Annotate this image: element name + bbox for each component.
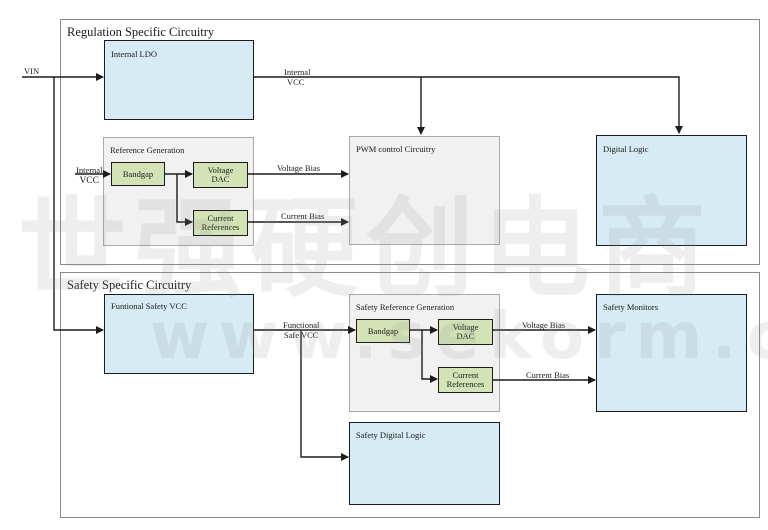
- digital-logic-label: Digital Logic: [603, 144, 649, 154]
- safety-digital-logic-block: Safety Digital Logic: [349, 422, 500, 505]
- current-bias-label: Current Bias: [281, 211, 325, 221]
- safety-bandgap-block: Bandgap: [356, 319, 410, 343]
- vin-to-safety-vcc-wire: [53, 77, 104, 334]
- bandgap-to-current-wire: [176, 174, 193, 226]
- internal-vcc-in-label-2: VCC: [79, 176, 99, 186]
- pwm-control-label: PWM control Circuitry: [356, 144, 436, 154]
- safety-bandgap-to-current-wire: [421, 330, 438, 383]
- functional-safe-vcc-label-2: Safe VCC: [283, 330, 319, 340]
- voltage-dac-label-2: DAC: [211, 174, 230, 184]
- safety-current-references-label-2: References: [446, 379, 485, 389]
- functional-safe-vcc-label: Functional Safe VCC: [283, 320, 319, 340]
- safety-digital-logic-label: Safety Digital Logic: [356, 430, 426, 440]
- internal-ldo-block: Internal LDO: [104, 40, 254, 120]
- regulation-section: [60, 19, 760, 265]
- safety-monitors-label: Safety Monitors: [603, 302, 659, 312]
- functional-safe-vcc-label-1: Functional: [283, 320, 320, 330]
- internal-vcc-in-label-1: Internal: [76, 165, 103, 175]
- internal-vcc-bus: [254, 76, 683, 134]
- internal-vcc-label-1: Internal: [284, 67, 311, 77]
- regulation-section-title: Regulation Specific Circuitry: [67, 25, 215, 39]
- safety-voltage-bias-label: Voltage Bias: [522, 320, 566, 330]
- internal-vcc-label-2: VCC: [287, 77, 305, 87]
- safe-vcc-to-digital-wire: [300, 330, 349, 461]
- vin-label: VIN: [24, 66, 40, 76]
- functional-safety-vcc-label: Funtional Safety VCC: [111, 301, 187, 311]
- safety-bandgap-label: Bandgap: [367, 325, 399, 336]
- voltage-dac-label-1: Voltage: [207, 165, 234, 175]
- internal-vcc-in-label: Internal VCC: [76, 165, 102, 186]
- safety-section: [60, 272, 760, 518]
- safety-reference-generation-label: Safety Reference Generation: [356, 302, 455, 312]
- safety-current-bias-label: Current Bias: [526, 370, 570, 380]
- safety-voltage-dac-label-1: Voltage: [452, 322, 479, 332]
- safety-voltage-dac-label-2: DAC: [456, 331, 475, 341]
- current-references-label-2: References: [201, 222, 240, 232]
- functional-safety-vcc-block: Funtional Safety VCC: [104, 294, 254, 374]
- internal-ldo-label: Internal LDO: [111, 49, 158, 59]
- digital-logic-block: Digital Logic: [596, 135, 747, 246]
- safety-current-references-label-1: Current: [452, 370, 479, 380]
- bandgap-label: Bandgap: [122, 168, 154, 179]
- pwm-control-group: PWM control Circuitry: [349, 136, 500, 245]
- safety-monitors-block: Safety Monitors: [596, 294, 747, 412]
- internal-vcc-label: Internal VCC: [284, 67, 310, 87]
- reference-generation-label: Reference Generation: [110, 145, 185, 155]
- voltage-bias-label: Voltage Bias: [277, 163, 321, 173]
- safety-section-title: Safety Specific Circuitry: [67, 278, 192, 292]
- current-references-label-1: Current: [207, 213, 234, 223]
- bandgap-block: Bandgap: [111, 162, 165, 186]
